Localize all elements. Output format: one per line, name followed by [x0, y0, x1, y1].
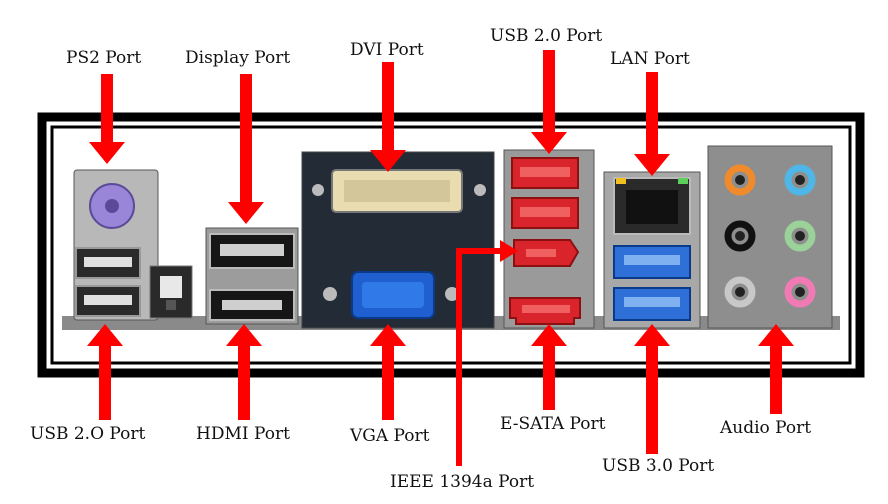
arrow-hdmi — [226, 324, 262, 420]
arrow-vga — [370, 324, 406, 420]
arrow-audio — [758, 324, 794, 414]
label-lan-port: LAN Port — [610, 49, 690, 69]
label-display-port: Display Port — [185, 48, 291, 68]
optical-port — [149, 265, 193, 319]
label-vga-port: VGA Port — [350, 426, 430, 446]
label-hdmi-port: HDMI Port — [196, 424, 290, 444]
audio-jack-orange — [724, 164, 756, 196]
arrow-ps2 — [89, 74, 125, 164]
arrow-ieee1394 — [456, 240, 518, 466]
label-usb20-top-port: USB 2.0 Port — [490, 26, 603, 46]
label-ieee1394a-port: IEEE 1394a Port — [390, 472, 535, 492]
label-usb30-port: USB 3.0 Port — [602, 456, 715, 476]
label-dvi-port: DVI Port — [350, 40, 424, 60]
arrow-display — [228, 74, 264, 224]
arrows — [87, 50, 794, 466]
arrow-dvi — [370, 62, 406, 172]
label-esata-port: E-SATA Port — [500, 414, 606, 434]
lan-usb3-stack — [603, 171, 701, 329]
arrow-usb30 — [634, 324, 670, 454]
label-usb20-bottom-port: USB 2.O Port — [30, 424, 146, 444]
audio-jack-pink — [784, 276, 816, 308]
red-port-column — [503, 149, 595, 329]
dvi-vga-block — [301, 151, 495, 329]
audio-jack-panel — [707, 145, 833, 329]
audio-jack-gray — [724, 276, 756, 308]
ps2-usb-stack — [73, 169, 159, 321]
arrow-usb20-top — [531, 50, 567, 154]
audio-jack-green — [784, 220, 816, 252]
audio-jack-cyan — [784, 164, 816, 196]
audio-jack-black — [724, 220, 756, 252]
label-audio-port: Audio Port — [720, 418, 812, 438]
arrow-usb20-bottom — [87, 324, 123, 420]
displayport-hdmi-stack — [205, 227, 299, 325]
label-ps2-port: PS2 Port — [66, 48, 142, 68]
arrow-esata — [531, 324, 567, 410]
arrow-lan — [634, 72, 670, 176]
